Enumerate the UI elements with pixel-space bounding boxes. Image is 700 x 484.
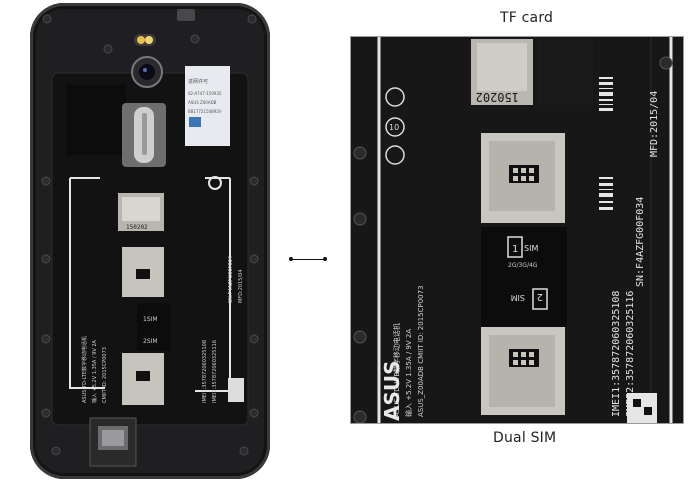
svg-text:1SIM: 1SIM bbox=[143, 316, 158, 323]
svg-text:150202: 150202 bbox=[476, 90, 519, 104]
svg-text:MFD:2015/04: MFD:2015/04 bbox=[238, 270, 244, 304]
imei2-text: IMEI2:357872060325116 bbox=[625, 291, 636, 417]
svg-text:2G/3G/4G: 2G/3G/4G bbox=[508, 262, 538, 269]
svg-text:ASUS_Z00ADB CMIIT ID: 2015CP: ASUS_Z00ADB CMIIT ID: 2015CP0073 bbox=[417, 285, 425, 417]
tf-card-caption: TF card bbox=[500, 10, 554, 26]
svg-text:ASUS Z00ADB: ASUS Z00ADB bbox=[188, 100, 217, 105]
rear-camera-icon bbox=[131, 56, 163, 88]
flash-icon bbox=[134, 34, 156, 46]
svg-text:ASUS TD-LTE数字移动电话机: ASUS TD-LTE数字移动电话机 bbox=[392, 323, 401, 417]
svg-text:2SIM: 2SIM bbox=[143, 338, 158, 345]
svg-text:IMEI1:357872060325108: IMEI1:357872060325108 bbox=[202, 340, 208, 403]
svg-text:2: 2 bbox=[537, 291, 543, 302]
svg-text:SN:F4AZFG00F034: SN:F4AZFG00F034 bbox=[228, 256, 234, 303]
svg-text:150202: 150202 bbox=[126, 224, 148, 231]
connector-arrow-icon bbox=[289, 257, 327, 261]
zoomed-sim-tray-photo: 150202 1 SIM 2G/3G/4G 2 SIM ASUS TD-LTE数… bbox=[350, 36, 684, 424]
svg-text:SIM: SIM bbox=[511, 293, 525, 302]
svg-text:10: 10 bbox=[389, 123, 399, 132]
phone-back-photo: 进网许可 02-A747-150935 ASUS Z00ADB 6B177215… bbox=[30, 3, 270, 479]
svg-text:ASUS TD-LTE数字移动电话机: ASUS TD-LTE数字移动电话机 bbox=[81, 336, 88, 403]
svg-text:02-A747-150935: 02-A747-150935 bbox=[188, 91, 222, 96]
svg-text:IMEI2:357872060325116: IMEI2:357872060325116 bbox=[212, 340, 218, 403]
svg-text:输入 +5.2V 1.35A / 9V 2A: 输入 +5.2V 1.35A / 9V 2A bbox=[404, 329, 413, 417]
dual-sim-caption: Dual SIM bbox=[493, 430, 557, 446]
svg-text:1: 1 bbox=[512, 244, 518, 255]
svg-text:输入 +5.2V 1.35A / 9V 2A: 输入 +5.2V 1.35A / 9V 2A bbox=[91, 339, 98, 403]
asus-logo-text: ASUS bbox=[380, 360, 404, 421]
svg-text:SIM: SIM bbox=[524, 244, 538, 253]
mfd-text: MFD:2015/04 bbox=[649, 91, 660, 157]
sn-text: SN:F4AZFG00F034 bbox=[635, 197, 646, 287]
svg-text:CMIIT ID: 2015CP0073: CMIIT ID: 2015CP0073 bbox=[102, 347, 108, 403]
svg-text:进网许可: 进网许可 bbox=[188, 78, 208, 85]
imei1-text: IMEI1:357872060325108 bbox=[611, 291, 622, 417]
svg-text:6B1772150892V: 6B1772150892V bbox=[188, 109, 222, 114]
